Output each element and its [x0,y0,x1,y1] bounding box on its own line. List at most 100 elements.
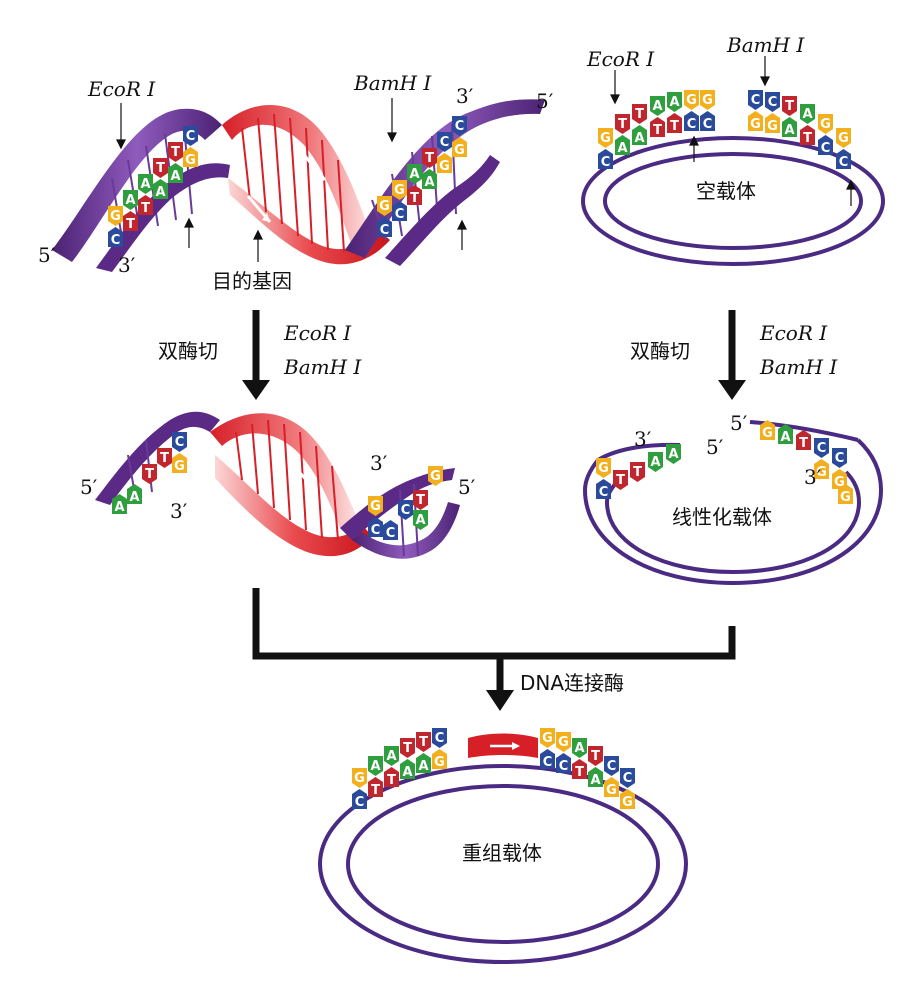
base-A [127,484,142,504]
base-T [613,470,628,490]
base-letter: G [834,475,845,490]
base-C [620,768,635,788]
label-3prime-tr: 3′ [456,84,474,108]
label-bam-mid-left: BamH Ⅰ [283,355,362,379]
label-bam-mid-right: BamH Ⅰ [759,355,838,379]
base-letter: T [616,473,625,488]
base-T [168,142,183,162]
base-letter: T [387,773,396,788]
base-G [108,206,123,226]
base-G [700,90,715,110]
plasmid-ring-inner [603,152,863,250]
base-letter: A [780,430,790,445]
base-letter: C [835,451,845,466]
base-C [377,217,392,237]
base-A [368,756,383,776]
label-3prime-lin-right: 3′ [804,465,822,489]
linear-ring-inner [604,470,862,575]
base-T [368,777,383,797]
base-A [112,494,127,514]
base-letter: G [820,117,831,132]
base-letter: C [371,523,381,538]
ligation-connector [252,588,736,660]
base-C [540,749,555,769]
label-5prime-lin-left: 5′ [706,435,724,459]
base-A [648,452,663,472]
label-3prime-tl: 3′ [118,253,136,277]
label-recombinant-vector: 重组载体 [462,841,542,865]
base-letter: C [839,155,849,170]
base-A [782,117,797,137]
base-letter: C [111,233,121,248]
base-G [838,484,853,504]
base-G [428,466,443,486]
base-letter: G [354,771,365,786]
base-letter: C [559,759,569,774]
base-letter: T [403,741,412,756]
gene-strand-ribbon-a [222,105,372,246]
base-A [416,753,431,773]
base-T [630,462,645,482]
base-G [684,90,699,110]
base-A [588,767,603,787]
base-T [632,104,647,124]
base-T [796,430,811,450]
base-T [407,185,422,205]
base-T [400,738,415,758]
base-letter: G [542,731,553,746]
base-C [832,448,847,468]
base-letter: G [185,153,196,168]
base-letter: T [425,151,434,166]
base-T [153,158,168,178]
base-letter: G [558,735,569,750]
base-C [452,116,467,136]
label-linear-vector: 线性化载体 [672,505,772,529]
base-G [452,137,467,157]
base-C [765,92,780,112]
base-A [123,190,138,210]
label-ligase: DNA连接酶 [520,671,624,695]
base-T [142,464,157,484]
base-letter: C [751,93,761,108]
base-G [392,180,407,200]
base-letter: G [174,459,185,474]
base-C [392,201,407,221]
base-G [596,458,611,478]
base-G [183,147,198,167]
base-letter: C [543,755,553,770]
vector-strand-ribbon [52,108,222,263]
base-letter: T [670,119,679,134]
base-letter: A [669,95,679,110]
plasmid-ring-outer [581,136,885,266]
base-C [748,90,763,110]
base-G [832,469,847,489]
base-letter: A [574,741,584,756]
base-A [572,738,587,758]
base-letter: A [784,123,794,138]
base-letter: G [598,461,609,476]
target-gene-helix [52,99,545,272]
label-ecor-mid-left: EcoR Ⅰ [283,321,352,345]
base-letter: C [623,771,633,786]
label-ecor-top-right: EcoR Ⅰ [586,47,655,71]
digested-gene-fragment [95,411,460,559]
base-letter: T [653,123,662,138]
base-letter: T [591,749,600,764]
base-letter: T [371,783,380,798]
base-A [615,135,630,155]
recombinant-ring-inner [346,784,660,944]
base-C [818,135,833,155]
base-letter: G [767,119,778,134]
base-T [615,114,630,134]
base-C [556,753,571,773]
base-letter: T [799,436,808,451]
label-double-digest-left: 双酶切 [158,339,218,363]
base-letter: C [395,207,405,222]
base-T [667,113,682,133]
base-letter: T [410,191,419,206]
base-T [384,767,399,787]
base-C [383,520,398,540]
base-letter: T [803,131,812,146]
base-C [814,438,829,458]
